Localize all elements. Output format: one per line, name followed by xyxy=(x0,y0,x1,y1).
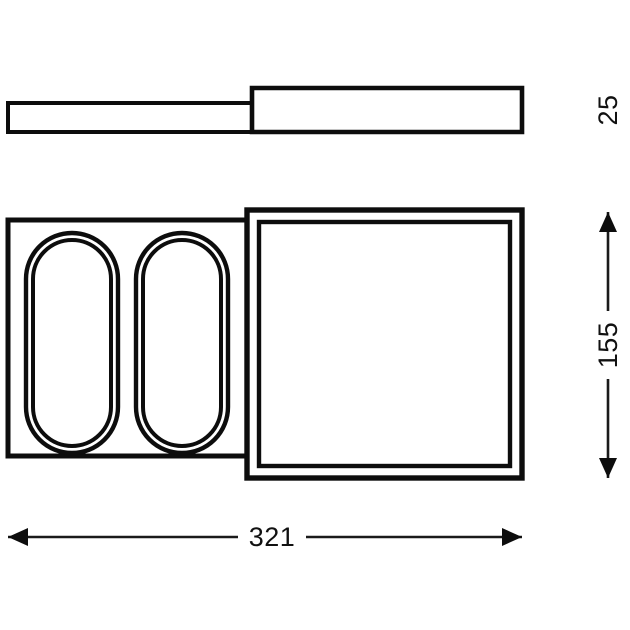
dimension-155-label: 155 xyxy=(593,322,623,369)
dimension-321-arrow-right-icon xyxy=(502,528,522,546)
dimension-155-arrow-top-icon xyxy=(599,212,617,232)
dimension-321-label: 321 xyxy=(249,522,296,552)
dimension-label-gap xyxy=(586,88,630,132)
dimension-25: 25 xyxy=(586,88,630,132)
dimension-155-arrow-bottom-icon xyxy=(599,458,617,478)
dimension-321-arrow-left-icon xyxy=(8,528,28,546)
dimension-155: 155 xyxy=(586,212,630,478)
thick-slab-profile xyxy=(249,85,525,135)
dimension-25-label: 25 xyxy=(593,94,623,125)
dimension-label-gap xyxy=(238,517,306,557)
dimension-321: 321 xyxy=(8,517,522,557)
thin-lip-profile xyxy=(6,101,258,134)
oblong-right-inner xyxy=(141,238,223,448)
side-elevation-view xyxy=(6,85,525,135)
dimension-label-gap xyxy=(586,311,630,379)
plan-view xyxy=(5,207,525,481)
square-panel-inner xyxy=(256,219,513,469)
oblong-left-inner xyxy=(31,238,113,448)
